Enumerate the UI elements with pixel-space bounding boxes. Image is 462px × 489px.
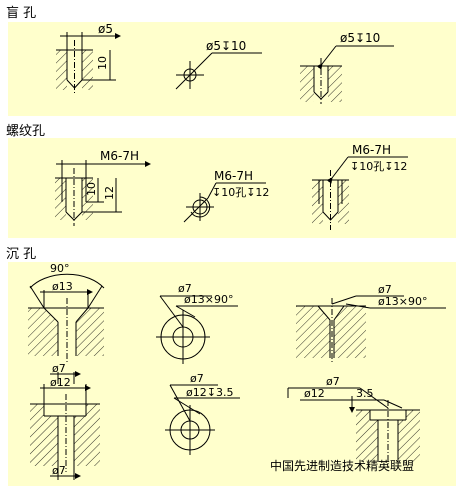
countersink-section-callout-view: [296, 295, 446, 362]
csk-a-diameter: ø13: [52, 280, 73, 293]
counterbore-section-view: [30, 371, 100, 480]
counterbore-top-view: [165, 384, 240, 455]
cb-a-bottom: ø7: [52, 464, 66, 477]
cb-b-spec: ø12↧3.5: [186, 386, 233, 399]
csk-c-spec: ø13×90°: [378, 295, 427, 308]
thread-a-depth2: 12: [103, 186, 116, 200]
thread-b-spec: M6-7H: [214, 169, 253, 183]
blind-c-callout: ø5↧10: [340, 31, 380, 45]
cb-c-spec: ø12: [304, 387, 325, 400]
csk-c-hole: ø7: [378, 283, 392, 296]
blind-a-depth: 10: [96, 56, 109, 70]
csk-a-angle: 90°: [50, 262, 70, 275]
threaded-hole-title: 螺纹孔: [6, 124, 46, 139]
cb-b-hole: ø7: [190, 372, 204, 385]
blind-hole-section-view: [56, 32, 121, 94]
blind-hole-title: 盲 孔: [6, 6, 37, 21]
thread-a-depth1: 10: [85, 182, 98, 196]
cb-a-hole: ø7: [52, 362, 66, 375]
cb-a-diameter: ø12: [50, 376, 71, 389]
thread-a-callout: M6-7H: [100, 149, 139, 163]
watermark-text: 中国先进制造技术精英联盟: [270, 459, 415, 473]
threaded-hole-top-view: [183, 182, 266, 223]
blind-hole-section-callout-view: [300, 45, 394, 104]
thread-b-depth: ↧10孔↧12: [212, 186, 269, 199]
counter-hole-title: 沉 孔: [6, 247, 37, 262]
threaded-hole-section-callout-view: [312, 156, 408, 230]
cb-c-hole: ø7: [326, 375, 340, 388]
blind-hole-top-view: [175, 52, 262, 90]
csk-b-hole: ø7: [178, 282, 192, 295]
blind-b-callout: ø5↧10: [206, 39, 246, 53]
csk-b-spec: ø13×90°: [184, 293, 233, 306]
thread-c-depth: ↧10孔↧12: [350, 160, 407, 173]
countersink-top-view: [156, 295, 238, 364]
blind-a-diameter: ø5: [98, 22, 113, 36]
counterbore-section-callout-view: [287, 387, 420, 468]
cb-c-depth: 3.5: [356, 387, 374, 400]
thread-c-spec: M6-7H: [352, 143, 391, 157]
countersink-section-view: [28, 273, 105, 362]
threaded-hole-section-view: [55, 160, 151, 226]
